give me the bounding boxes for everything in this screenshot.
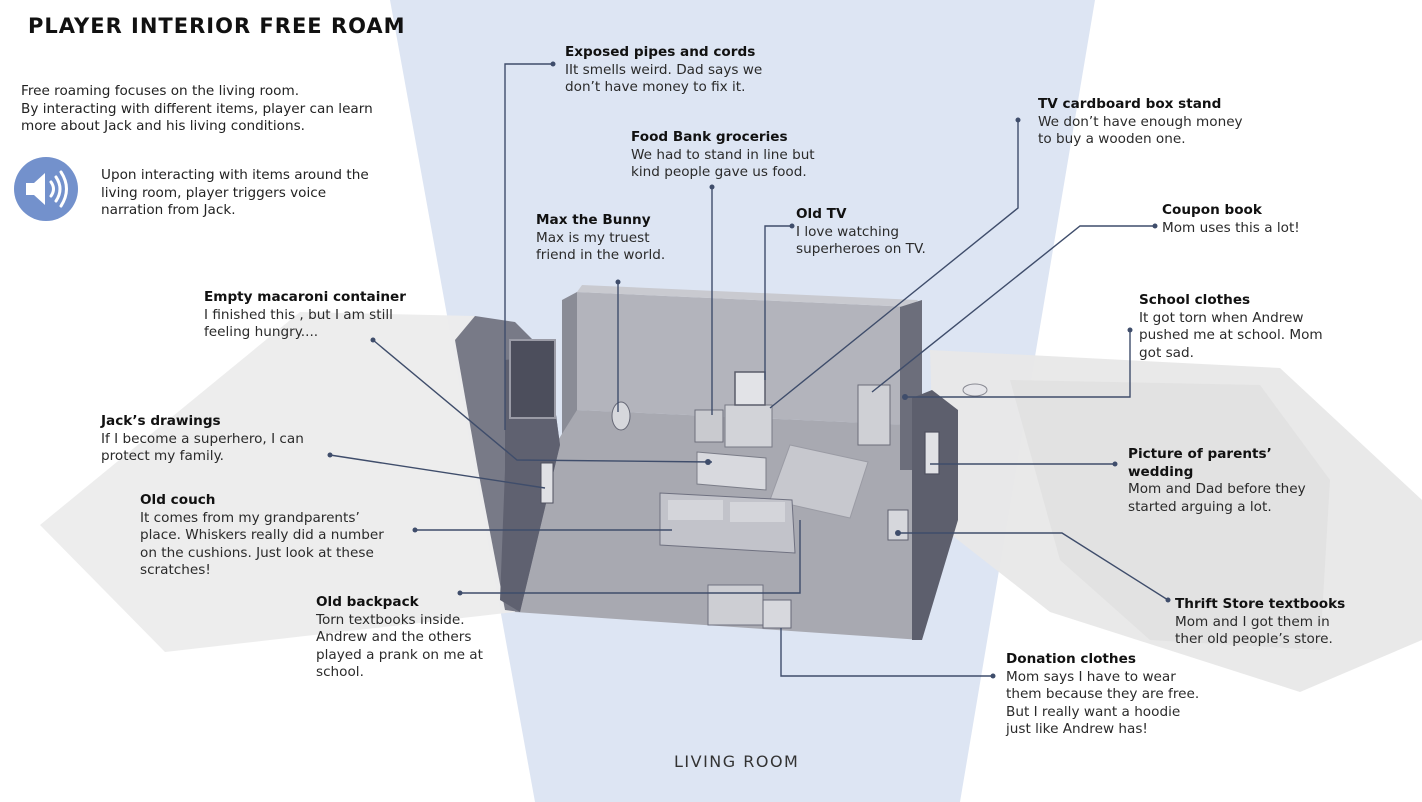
leader-tv-stand [769, 120, 1019, 409]
left-wall-back [562, 292, 577, 445]
annotation-coupon-book[interactable]: Coupon book Mom uses this a lot! [1162, 202, 1300, 237]
door [509, 339, 556, 419]
intro-text: Free roaming focuses on the living room.… [21, 83, 373, 134]
annotation-body: We had to stand in line but kind people … [631, 146, 815, 181]
annotation-title: Jack’s drawings [101, 413, 221, 429]
leader-backpack [460, 520, 801, 594]
shelf-unit [857, 384, 891, 446]
leader-macaroni [372, 339, 713, 463]
leader-old-tv [764, 225, 792, 380]
rug [769, 444, 869, 519]
annotation-body: It got torn when Andrew pushed me at sch… [1139, 309, 1323, 361]
front-left-wall [500, 355, 560, 612]
annotation-tv-stand[interactable]: TV cardboard box stand We don’t have eno… [1038, 96, 1243, 149]
annotation-macaroni[interactable]: Empty macaroni container I finished this… [204, 289, 406, 342]
house-floor-left [40, 312, 515, 652]
house-floor-right-inner [1010, 380, 1330, 650]
annotation-thrift-textbooks[interactable]: Thrift Store textbooks Mom and I got the… [1175, 596, 1345, 649]
page-title: PLAYER INTERIOR FREE ROAM [28, 14, 406, 38]
right-wall-lower [912, 390, 958, 640]
annotation-exposed-pipes[interactable]: Exposed pipes and cords IIt smells weird… [565, 44, 762, 97]
annotation-body: We don’t have enough money to buy a wood… [1038, 113, 1243, 148]
annotation-old-couch[interactable]: Old couch It comes from my grandparents’… [140, 492, 384, 580]
back-wall [577, 292, 912, 425]
wedding-picture [924, 431, 940, 475]
annotation-body: Max is my truest friend in the world. [536, 229, 666, 264]
room-label: LIVING ROOM [674, 752, 800, 771]
backpack [707, 584, 764, 626]
lamp [962, 383, 988, 397]
annotation-school-clothes[interactable]: School clothes It got torn when Andrew p… [1139, 292, 1323, 362]
leader-pipes [504, 63, 553, 430]
couch-cushion-left [668, 500, 723, 520]
annotation-body: Mom uses this a lot! [1162, 219, 1300, 236]
annotation-title: Thrift Store textbooks [1175, 596, 1346, 612]
leader-donation [780, 628, 993, 677]
annotation-body: IIt smells weird. Dad says we don’t have… [565, 61, 763, 96]
leader-dots [327, 61, 1171, 679]
annotation-body: I love watching superheroes on TV. [796, 223, 926, 258]
voice-narration-text: Upon interacting with items around the l… [101, 167, 369, 218]
annotation-old-backpack[interactable]: Old backpack Torn textbooks inside. Andr… [316, 594, 483, 682]
annotation-title: Food Bank groceries [631, 129, 788, 145]
annotation-old-tv[interactable]: Old TV I love watching superheroes on TV… [796, 206, 926, 259]
leader-school-clothes [905, 330, 1131, 398]
tv-box-stand [724, 404, 773, 448]
annotation-title: Old backpack [316, 594, 419, 610]
annotation-title: Donation clothes [1006, 651, 1136, 667]
leader-textbooks [898, 532, 1169, 601]
annotation-title: Picture of parents’ wedding [1128, 446, 1272, 480]
grocery-box [694, 409, 724, 443]
coffee-table [696, 451, 767, 491]
annotation-title: School clothes [1139, 292, 1251, 308]
drawings-frame [540, 462, 554, 504]
annotation-title: Exposed pipes and cords [565, 44, 756, 60]
annotation-body: I finished this , but I am still feeling… [204, 306, 393, 341]
donation-bag [762, 599, 792, 629]
annotation-title: Coupon book [1162, 202, 1262, 218]
annotation-body: Mom says I have to wear them because the… [1006, 668, 1200, 738]
annotation-body: If I become a superhero, I can protect m… [101, 430, 304, 465]
annotation-max-bunny[interactable]: Max the Bunny Max is my truest friend in… [536, 212, 665, 265]
annotation-title: Max the Bunny [536, 212, 651, 228]
couch-cushion-right [730, 502, 785, 522]
leader-coupon [871, 225, 1155, 393]
annotation-title: Old TV [796, 206, 847, 222]
annotation-title: TV cardboard box stand [1038, 96, 1222, 112]
leader-lines [329, 63, 1169, 677]
annotation-jacks-drawings[interactable]: Jack’s drawings If I become a superhero,… [101, 413, 304, 466]
annotation-wedding-picture[interactable]: Picture of parents’ wedding Mom and Dad … [1128, 446, 1306, 516]
annotation-donation-clothes[interactable]: Donation clothes Mom says I have to wear… [1006, 651, 1199, 739]
leader-drawings [329, 454, 546, 489]
annotation-title: Old couch [140, 492, 216, 508]
bunny [611, 401, 631, 431]
speaker-glyph [26, 170, 68, 208]
annotation-title: Empty macaroni container [204, 289, 406, 305]
old-tv [734, 371, 766, 406]
back-wall-top [577, 285, 918, 307]
annotation-body: Torn textbooks inside. Andrew and the ot… [316, 611, 483, 681]
annotation-body: Mom and I got them in ther old people’s … [1175, 613, 1333, 648]
speaker-icon [14, 157, 78, 221]
annotation-body: It comes from my grandparents’ place. Wh… [140, 509, 384, 579]
annotation-food-bank[interactable]: Food Bank groceries We had to stand in l… [631, 129, 815, 182]
annotation-body: Mom and Dad before they started arguing … [1128, 481, 1306, 515]
